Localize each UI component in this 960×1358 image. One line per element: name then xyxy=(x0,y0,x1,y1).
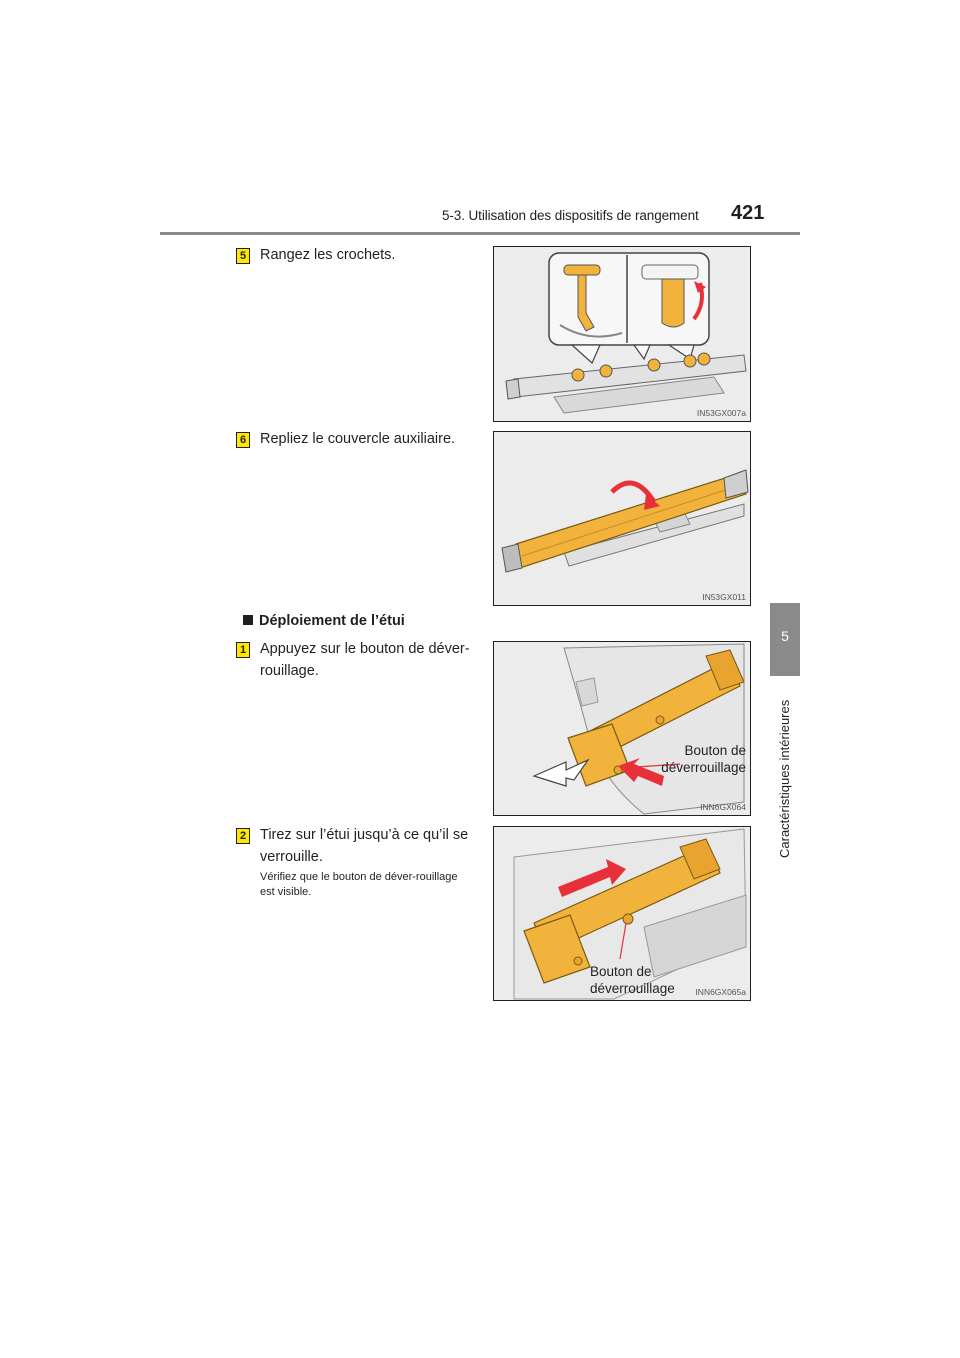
header-rule xyxy=(160,232,800,235)
figure-stow-hooks: IN53GX007a xyxy=(493,246,751,422)
fold-cover-illustration xyxy=(501,469,749,573)
figure-code: INN6GX065a xyxy=(695,987,746,997)
pull-case-illustration xyxy=(513,828,747,1000)
section-title: 5-3. Utilisation des dispositifs de rang… xyxy=(442,208,699,223)
step-5-text: Rangez les crochets. xyxy=(260,247,396,263)
step-2-badge: 2 xyxy=(236,828,250,844)
release-button-callout: Bouton de déverrouillage xyxy=(590,964,675,996)
section-heading: Déploiement de l’étui xyxy=(243,613,405,629)
square-bullet-icon xyxy=(243,615,253,625)
chapter-title-vertical: Caractéristiques intérieures xyxy=(777,678,793,868)
step-6-badge: 6 xyxy=(236,432,250,448)
figure-code: IN53GX011 xyxy=(702,592,746,602)
step-1-text: Appuyez sur le bouton de déver-rouillage… xyxy=(260,641,470,679)
step-2-text: Tirez sur l’étui jusqu’à ce qu’il se ver… xyxy=(260,827,469,865)
step-2-note: Vérifiez que le bouton de déver-rouillag… xyxy=(260,871,458,898)
figure-fold-cover: IN53GX011 xyxy=(493,431,751,606)
figure-code: INN6GX064 xyxy=(700,802,746,812)
section-heading-text: Déploiement de l’étui xyxy=(259,613,405,629)
step-6-text: Repliez le couvercle auxiliaire. xyxy=(260,431,456,447)
release-button-illustration xyxy=(532,643,745,815)
figure-code: IN53GX007a xyxy=(696,408,746,418)
chapter-tab xyxy=(770,603,800,676)
figure-release-button: Bouton de déverrouillage INN6GX064 xyxy=(493,641,751,816)
stow-hooks-illustration xyxy=(505,252,747,414)
chapter-number: 5 xyxy=(781,628,789,644)
figure-pull-case: Bouton de déverrouillage INN6GX065a xyxy=(493,826,751,1001)
chapter-title: Caractéristiques intérieures xyxy=(777,699,792,858)
step-5-badge: 5 xyxy=(236,248,250,264)
page-number: 421 xyxy=(731,202,765,224)
release-button-callout: Bouton de déverrouillage xyxy=(661,743,746,775)
step-1-badge: 1 xyxy=(236,642,250,658)
